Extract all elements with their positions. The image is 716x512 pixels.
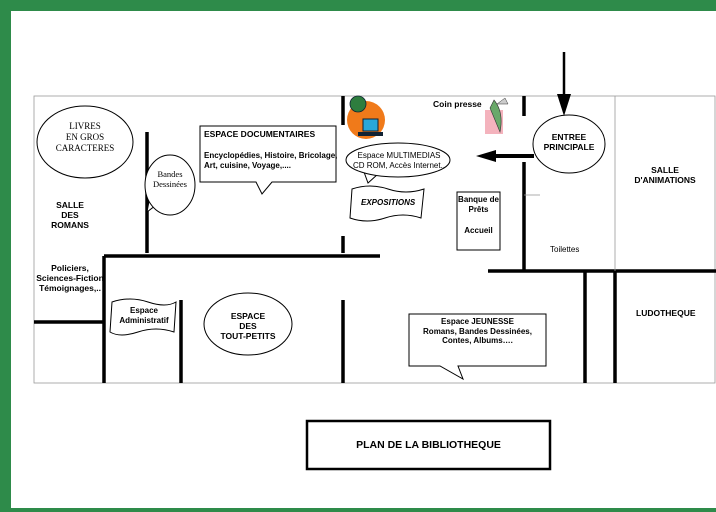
plan-title: PLAN DE LA BIBLIOTHEQUE bbox=[356, 439, 501, 451]
newspaper-clipart-icon bbox=[485, 97, 509, 134]
title-box bbox=[305, 419, 552, 471]
documentaires-title: ESPACE DOCUMENTAIRES bbox=[204, 129, 316, 139]
documentaires-lines: Encyclopédies, Histoire, Bricolage,Art, … bbox=[204, 151, 338, 170]
expositions-banner bbox=[349, 185, 425, 222]
jeunesse-callout bbox=[408, 313, 547, 381]
entrance-arrow-icon bbox=[557, 52, 571, 116]
accueil-label: Accueil bbox=[464, 226, 493, 235]
tout-petits-ellipse bbox=[203, 292, 293, 356]
bandes-dessinees-bubble bbox=[144, 154, 196, 216]
documentaires-callout bbox=[199, 125, 337, 195]
direction-arrow-icon bbox=[476, 150, 534, 162]
expositions-label: EXPOSITIONS bbox=[361, 198, 416, 207]
entree-ellipse bbox=[532, 114, 606, 174]
administratif-banner bbox=[109, 298, 177, 336]
coin-presse-label: Coin presse bbox=[433, 99, 482, 109]
ludotheque-label: LUDOTHEQUE bbox=[636, 308, 696, 318]
walls bbox=[34, 96, 716, 383]
building-outline bbox=[33, 95, 716, 384]
banque-prets-box bbox=[456, 191, 501, 251]
toilettes-label: Toilettes bbox=[550, 245, 580, 254]
computer-clipart-icon bbox=[347, 95, 385, 139]
thin-walls bbox=[524, 96, 616, 271]
multimedia-ellipse bbox=[345, 142, 451, 178]
livres-gros-ellipse bbox=[36, 105, 134, 179]
